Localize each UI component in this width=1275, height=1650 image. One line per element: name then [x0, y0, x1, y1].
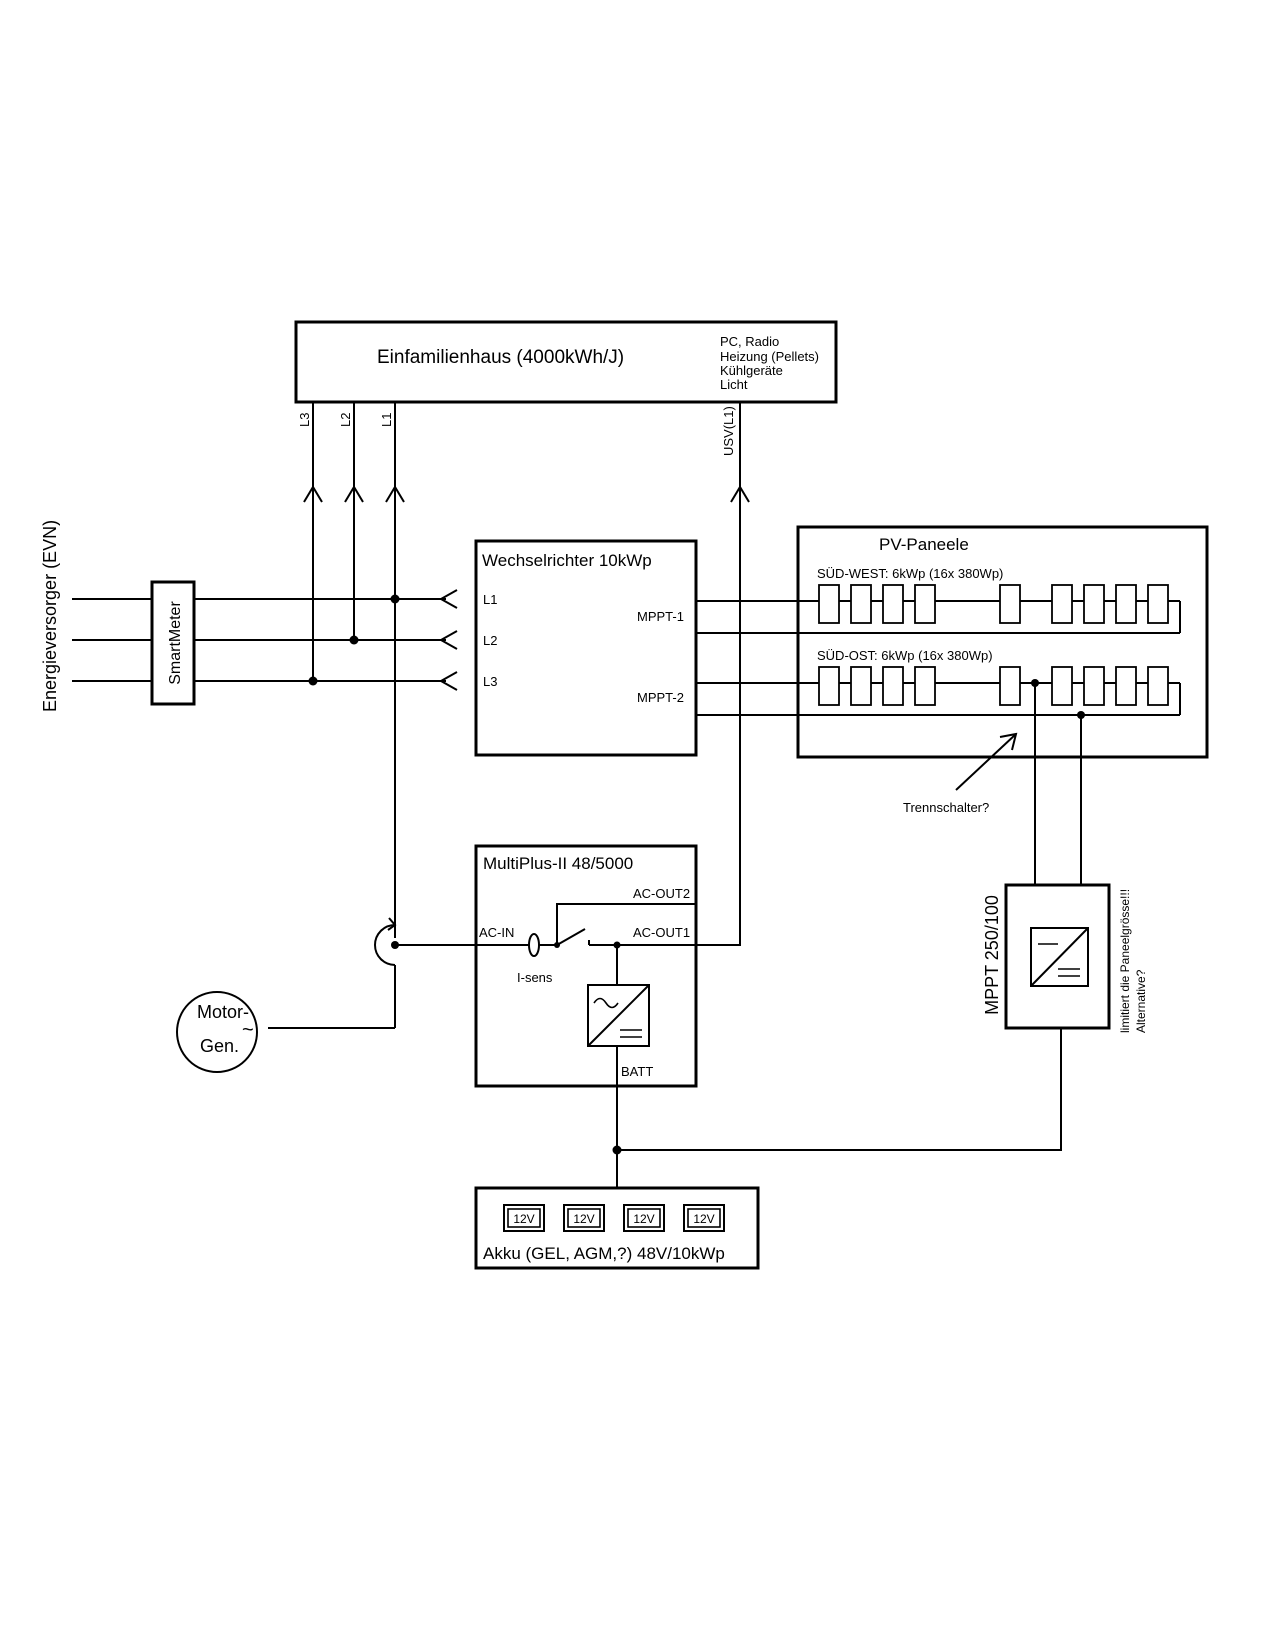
- motor-generator-symbol: ~: [242, 1019, 254, 1041]
- motor-generator: Motor- ~ Gen.: [176, 991, 258, 1073]
- house-load-3: Kühlgeräte: [720, 363, 783, 378]
- inverter-input-arrows: [438, 589, 458, 691]
- pv-string-sw: [696, 584, 1181, 634]
- current-sensor-icon: [528, 933, 540, 957]
- inverter-input-l3: L3: [483, 674, 497, 689]
- multiplus-ac-in-label: AC-IN: [479, 925, 514, 940]
- pv-string-so: [696, 666, 1181, 719]
- mppt-charger-note-2: Alternative?: [1134, 969, 1148, 1033]
- smartmeter-block: SmartMeter: [150, 580, 196, 706]
- battery-cell: 12V: [623, 1204, 665, 1232]
- grid-supplier-label: Energieversorger (EVN): [40, 520, 60, 712]
- inverter-mppt1-label: MPPT-1: [637, 609, 684, 624]
- mppt-charger-note-1: limitiert die Paneelgrösse!!!: [1118, 889, 1132, 1033]
- transfer-switch-icon: [556, 928, 586, 946]
- house-phase-feeds: [303, 402, 405, 938]
- house-phase-label-l2: L2: [338, 413, 353, 427]
- motor-generator-label-1: Motor-: [197, 1002, 249, 1022]
- multiplus-title: MultiPlus-II 48/5000: [483, 854, 633, 873]
- battery-bus: [612, 1028, 1062, 1188]
- grid-wires: [72, 598, 446, 682]
- pv-string-sw-label: SÜD-WEST: 6kWp (16x 380Wp): [817, 566, 1003, 581]
- pv-string-so-label: SÜD-OST: 6kWp (16x 380Wp): [817, 648, 993, 663]
- multiplus-ac-out1-label: AC-OUT1: [633, 925, 690, 940]
- inverter-title: Wechselrichter 10kWp: [482, 551, 652, 570]
- multiplus-batt-label: BATT: [621, 1064, 653, 1079]
- multiplus-i-sens-label: I-sens: [517, 970, 553, 985]
- house-phase-label-l3: L3: [297, 413, 312, 427]
- battery-cell-label: 12V: [513, 1212, 534, 1226]
- inverter-input-l1: L1: [483, 592, 497, 607]
- battery-label: Akku (GEL, AGM,?) 48V/10kWp: [483, 1244, 725, 1263]
- disconnect-note-label: Trennschalter?: [903, 800, 989, 815]
- battery-cell-label: 12V: [573, 1212, 594, 1226]
- battery-cell: 12V: [683, 1204, 725, 1232]
- house-block: Einfamilienhaus (4000kWh/J) PC, Radio He…: [294, 320, 838, 404]
- inverter-mppt2-label: MPPT-2: [637, 690, 684, 705]
- mppt-charger-block: MPPT 250/100 limitiert die Paneelgrösse!…: [982, 683, 1148, 1033]
- inverter-block: Wechselrichter 10kWp L1 L2 L3 MPPT-1 MPP…: [474, 539, 698, 757]
- house-load-4: Licht: [720, 377, 748, 392]
- smartmeter-label: SmartMeter: [167, 601, 184, 685]
- ups-feed: [696, 402, 750, 946]
- house-title: Einfamilienhaus (4000kWh/J): [377, 347, 624, 368]
- pv-title: PV-Paneele: [879, 535, 969, 554]
- inverter-input-l2: L2: [483, 633, 497, 648]
- multiplus-block: MultiPlus-II 48/5000 AC-OUT2 AC-OUT1 AC-…: [395, 844, 740, 1088]
- battery-block: 12V 12V 12V 12V Akku (GEL, AGM,?) 48V/10…: [474, 1186, 760, 1270]
- house-load-1: PC, Radio: [720, 334, 779, 349]
- changeover-switch-icon: [268, 917, 399, 1029]
- ups-label: USV(L1): [721, 406, 736, 456]
- mppt-charger-title: MPPT 250/100: [982, 895, 1002, 1015]
- motor-generator-label-2: Gen.: [200, 1036, 239, 1056]
- battery-cell-label: 12V: [633, 1212, 654, 1226]
- dc-dc-converter-icon: [1030, 927, 1089, 987]
- pv-block: PV-Paneele SÜD-WEST: 6kWp (16x 380Wp) SÜ…: [796, 525, 1209, 759]
- battery-cell-label: 12V: [693, 1212, 714, 1226]
- battery-cell: 12V: [563, 1204, 605, 1232]
- disconnect-note: Trennschalter?: [903, 732, 1018, 815]
- multiplus-ac-out2-label: AC-OUT2: [633, 886, 690, 901]
- inverter-charger-icon: [587, 984, 650, 1047]
- battery-cell: 12V: [503, 1204, 545, 1232]
- house-load-2: Heizung (Pellets): [720, 349, 819, 364]
- house-phase-label-l1: L1: [379, 413, 394, 427]
